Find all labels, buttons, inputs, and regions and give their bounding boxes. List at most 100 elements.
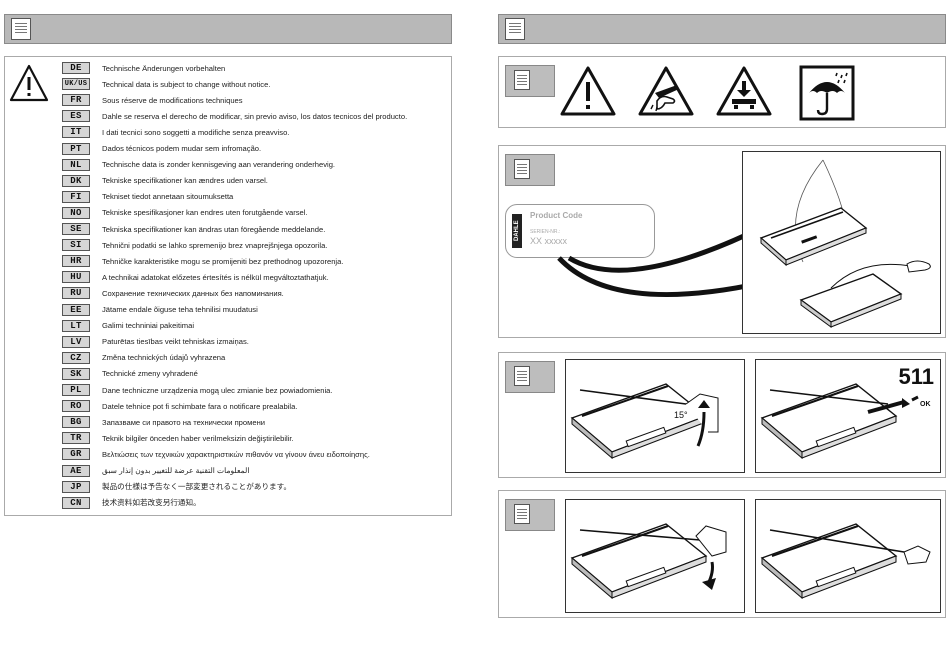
language-text: Sous réserve de modifications techniques [102, 95, 243, 105]
language-code-badge: FR [62, 94, 90, 107]
blade-adjustment-panel: 15° OK 511 [498, 352, 946, 478]
product-label: DAHLE Product Code SERIEN-NR.: XX xxxxx [505, 204, 655, 258]
warning-triangle-icon [560, 66, 616, 116]
language-code-badge: ES [62, 110, 90, 123]
language-text: Сохранение технических данных без напоми… [102, 288, 284, 298]
language-text: Teknik bilgiler önceden haber verilmeksi… [102, 433, 294, 443]
info-icon-box [505, 65, 555, 97]
hand-cut-warning-icon [638, 66, 694, 116]
language-code-badge: BG [62, 416, 90, 429]
info-icon-box [505, 361, 555, 393]
language-code-badge: RO [62, 400, 90, 413]
language-row: DE Technische Änderungen vorbehalten [62, 61, 225, 75]
language-text: A technikai adatokat előzetes értesítés … [102, 272, 329, 282]
safety-symbols-panel [498, 56, 946, 128]
language-code-badge: SI [62, 239, 90, 252]
language-code-badge: HU [62, 271, 90, 284]
language-row: HU A technikai adatokat előzetes értesíté… [62, 270, 329, 284]
language-code-badge: IT [62, 126, 90, 139]
info-icon-box [505, 499, 555, 531]
language-row: DK Tekniske specifikationer kan ændres ud… [62, 174, 268, 188]
language-row: BG Запазваме си правото на технически про… [62, 415, 265, 429]
language-row: LT Galimi techniniai pakeitimai [62, 319, 194, 333]
language-text: Dados técnicos podem mudar sem infromaçã… [102, 144, 262, 153]
language-text: Dane techniczne urządzenia mogą ulec zmi… [102, 385, 333, 395]
serial-label: SERIEN-NR.: [530, 229, 561, 235]
language-text: Technické zmeny vyhradené [102, 369, 198, 379]
language-code-badge: EE [62, 303, 90, 316]
language-text: Změna technických údajů vyhrazena [102, 353, 226, 363]
language-code-badge: UK/US [62, 78, 90, 91]
language-code-badge: DE [62, 62, 90, 74]
language-text: Datele tehnice pot fi schimbate fara o n… [102, 401, 298, 411]
blade-locked-image [755, 499, 941, 613]
language-text: Tehnični podatki se lahko spremenijo bre… [102, 240, 328, 250]
language-text: Technische data is zonder kennisgeving a… [102, 160, 336, 170]
language-code-badge: RU [62, 287, 90, 300]
document-icon [514, 159, 530, 179]
language-code-badge: FI [62, 190, 90, 203]
blade-angle-image: 15° [565, 359, 745, 473]
blade-ok-image: OK 511 [755, 359, 941, 473]
weight-on-machine-warning-icon [716, 66, 772, 116]
language-text: I dati tecnici sono soggetti a modifiche… [102, 127, 290, 137]
language-text: Tekniske specifikationer kan ændres uden… [102, 176, 268, 186]
keep-dry-umbrella-icon [799, 65, 855, 121]
language-code-badge: LT [62, 319, 90, 332]
language-text: 製品の仕様は予告なく一部変更されることがあります。 [102, 482, 292, 492]
language-text: Dahle se reserva el derecho de modificar… [102, 111, 408, 121]
language-code-badge: NL [62, 158, 90, 171]
language-text: Запазваме си правото на технически проме… [102, 417, 266, 427]
language-row: NL Technische data is zonder kennisgeving… [62, 158, 335, 172]
language-code-badge: LV [62, 335, 90, 348]
angle-label: 15° [674, 410, 688, 420]
language-code-badge: CZ [62, 351, 90, 364]
warning-icon [9, 64, 49, 102]
language-row: CN 技术资料如若改变另行通知。 [62, 496, 201, 510]
language-text: Tekniska specifikationer kan ändras utan… [102, 224, 326, 234]
info-icon-box [505, 154, 555, 186]
blade-lock-panel [498, 490, 946, 618]
blade-lower-image [565, 499, 745, 613]
language-row: IT I dati tecnici sono soggetti a modific… [62, 125, 289, 139]
language-row: RU Сохранение технических данных без напо… [62, 286, 284, 300]
language-code-badge: GR [62, 448, 90, 461]
document-icon [11, 18, 31, 40]
language-code-badge: NO [62, 206, 90, 219]
machine-underside-image [742, 151, 941, 334]
language-text: Technische Änderungen vorbehalten [102, 63, 226, 73]
language-text: Galimi techniniai pakeitimai [102, 321, 195, 331]
product-code-panel: DAHLE Product Code SERIEN-NR.: XX xxxxx [498, 145, 946, 338]
language-row: SE Tekniska specifikationer kan ändras ut… [62, 222, 325, 236]
model-number: 511 [898, 364, 935, 389]
language-code-badge: SE [62, 223, 90, 235]
document-icon [514, 504, 530, 524]
language-row: SI Tehnični podatki se lahko spremenijo b… [62, 238, 327, 252]
language-code-badge: DK [62, 174, 90, 187]
language-code-badge: HR [62, 255, 90, 268]
serial-value: XX xxxxx [530, 236, 568, 246]
language-row: FR Sous réserve de modifications techniqu… [62, 93, 243, 107]
language-code-badge: CN [62, 496, 90, 509]
language-row: CZ Změna technických údajů vyhrazena [62, 351, 225, 365]
language-text: Paturētas tiesības veikt tehniskas izmai… [102, 337, 249, 347]
product-code-title: Product Code [530, 211, 583, 220]
language-code-badge: SK [62, 367, 90, 380]
left-header-bar [4, 14, 452, 44]
language-text: Tekniske spesifikasjoner kan endres uten… [102, 208, 308, 218]
language-text: 技术资料如若改变另行通知。 [102, 498, 201, 508]
language-row: NO Tekniske spesifikasjoner kan endres ut… [62, 206, 308, 220]
document-icon [505, 18, 525, 40]
ok-label: OK [920, 401, 931, 408]
language-row: RO Datele tehnice pot fi schimbate fara o… [62, 399, 297, 413]
